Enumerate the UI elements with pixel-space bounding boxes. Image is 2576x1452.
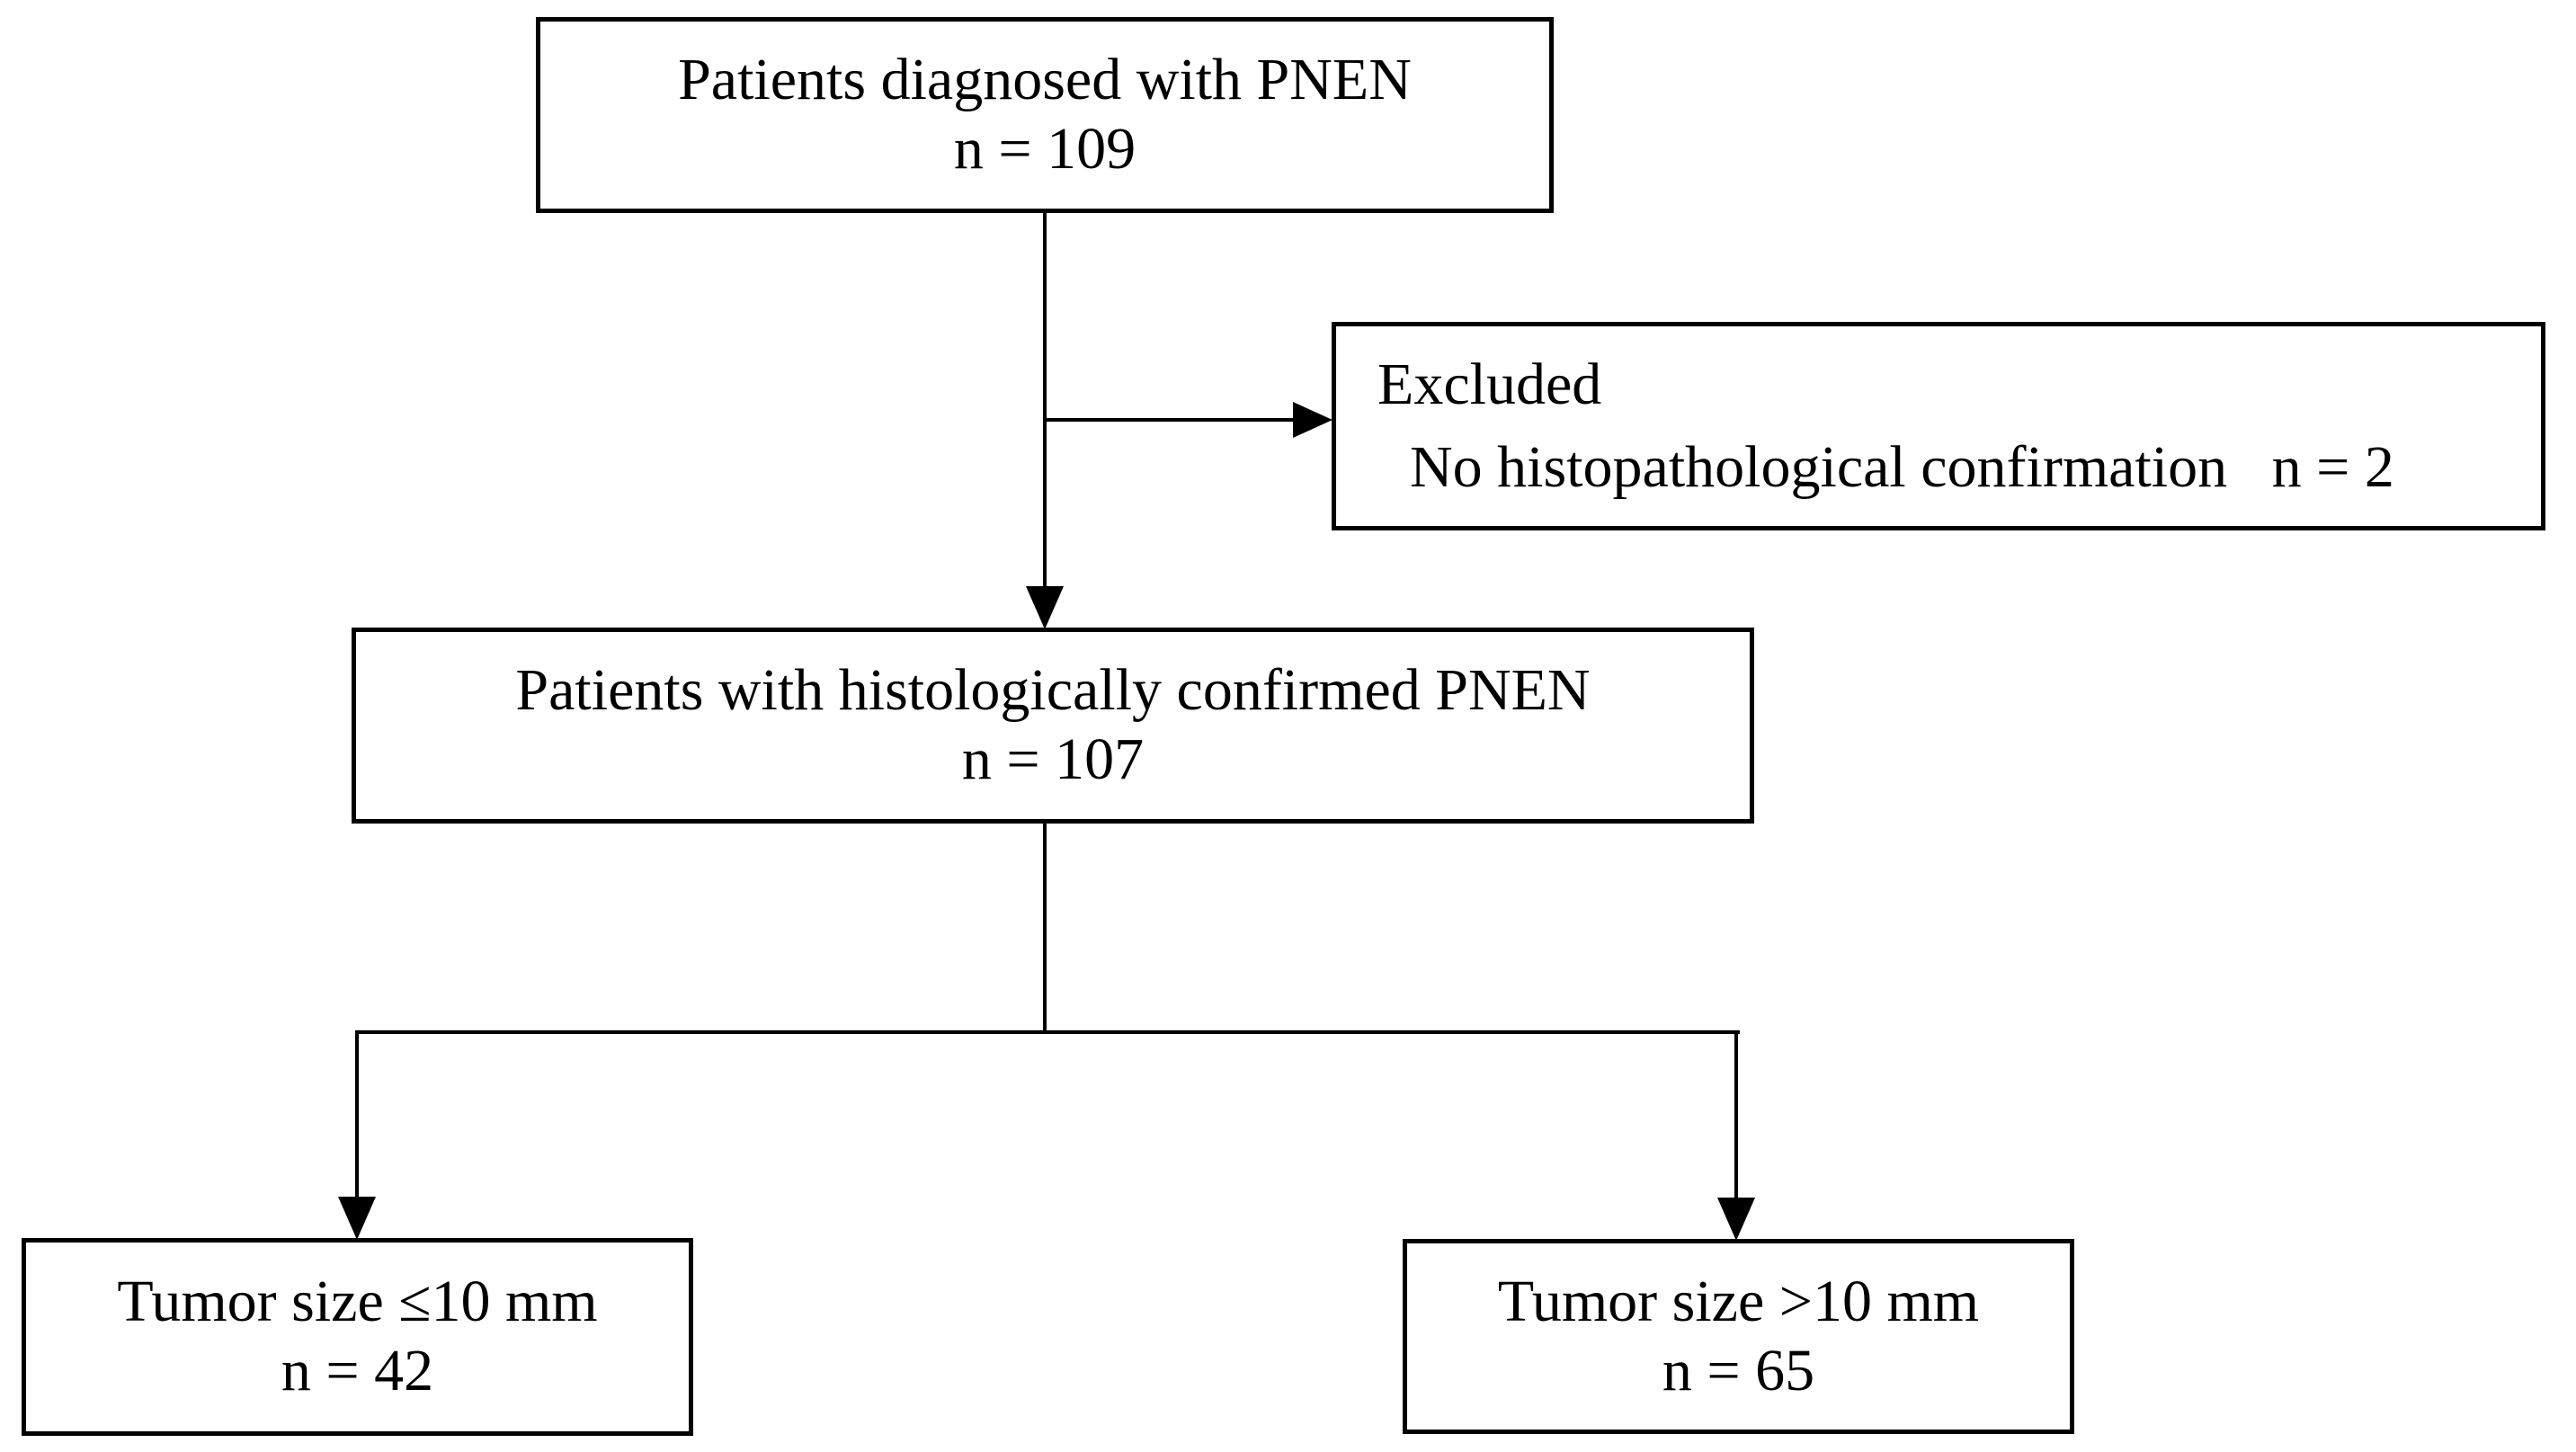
arrowhead-down-icon [1717,1198,1755,1241]
split-horizontal-line [355,1030,1740,1034]
node-tumor-small: Tumor size ≤10 mm n = 42 [22,1238,693,1436]
node-patients-diagnosed: Patients diagnosed with PNEN n = 109 [536,17,1554,213]
node-label: Tumor size ≤10 mm [117,1269,598,1335]
arrowhead-down-icon [338,1197,376,1240]
node-label: Tumor size >10 mm [1497,1268,1980,1334]
connector-split-to-large-line [1734,1030,1738,1201]
node-count: n = 65 [1662,1337,1815,1403]
node-reason: No histopathological confirmation n = 2 [1410,434,2394,500]
connector-to-excluded-line [1043,418,1295,422]
node-patients-confirmed: Patients with histologically confirmed P… [352,628,1754,824]
arrowhead-down-icon [1026,586,1064,629]
connector-confirmed-to-split-line [1043,824,1047,1034]
arrowhead-right-icon [1293,402,1333,438]
node-count: n = 109 [953,116,1136,182]
node-excluded: Excluded No histopathological confirmati… [1332,322,2545,530]
connector-split-to-small-line [355,1030,359,1200]
node-count: n = 107 [961,726,1145,792]
node-label: Patients with histologically confirmed P… [515,657,1591,724]
node-tumor-large: Tumor size >10 mm n = 65 [1403,1239,2074,1434]
node-label: Patients diagnosed with PNEN [678,47,1412,113]
node-count: n = 42 [281,1338,434,1403]
connector-diagnosed-to-confirmed-line [1043,213,1047,589]
node-label: Excluded [1377,351,1602,417]
